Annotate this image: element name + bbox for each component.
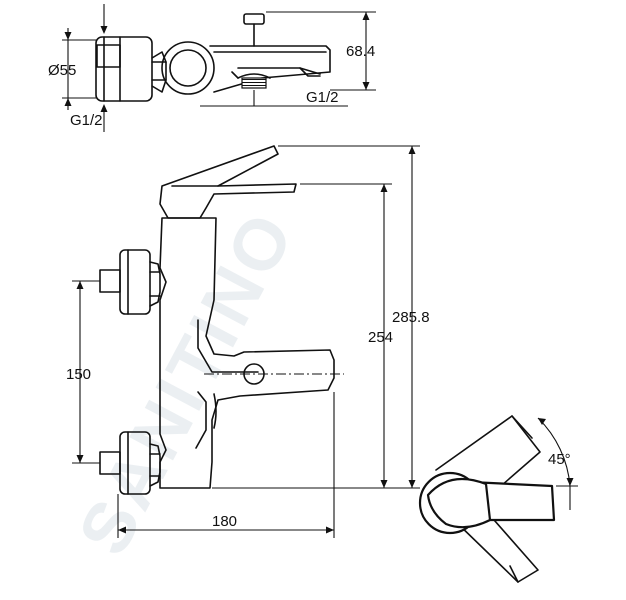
top-wall-fitting — [95, 36, 153, 102]
projection-label: 180 — [212, 513, 237, 530]
top-diverter-knob — [243, 13, 265, 25]
thread-right-label: G1/2 — [306, 89, 339, 106]
top-view: Ø55 68.4 G1/2 G1/2 — [48, 4, 376, 132]
top-nut — [151, 51, 167, 93]
diameter-label: Ø55 — [48, 62, 76, 79]
top-height-label: 68.4 — [346, 43, 375, 60]
lever-rotation-view: 45° — [418, 415, 578, 583]
upper-inlet — [119, 249, 151, 315]
front-view: 150 180 254 285.8 — [66, 145, 430, 538]
inlet-spacing-label: 150 — [66, 366, 91, 383]
watermark-text: SANITINO — [63, 198, 310, 568]
top-body-circle — [161, 41, 215, 95]
lever-rotated-lower — [453, 503, 539, 583]
thread-left-label: G1/2 — [70, 112, 103, 129]
total-height-label: 285.8 — [392, 309, 430, 326]
lever-rotated-upper — [435, 415, 541, 507]
spout-height-label: 254 — [368, 329, 393, 346]
lever-handle — [159, 145, 297, 219]
lever-angle-label: 45° — [548, 451, 571, 468]
top-spout — [209, 45, 331, 93]
upper-pipe — [99, 269, 121, 293]
mixer-body — [159, 217, 335, 489]
top-inlet — [96, 44, 121, 68]
top-outlet-hatch — [241, 77, 267, 89]
